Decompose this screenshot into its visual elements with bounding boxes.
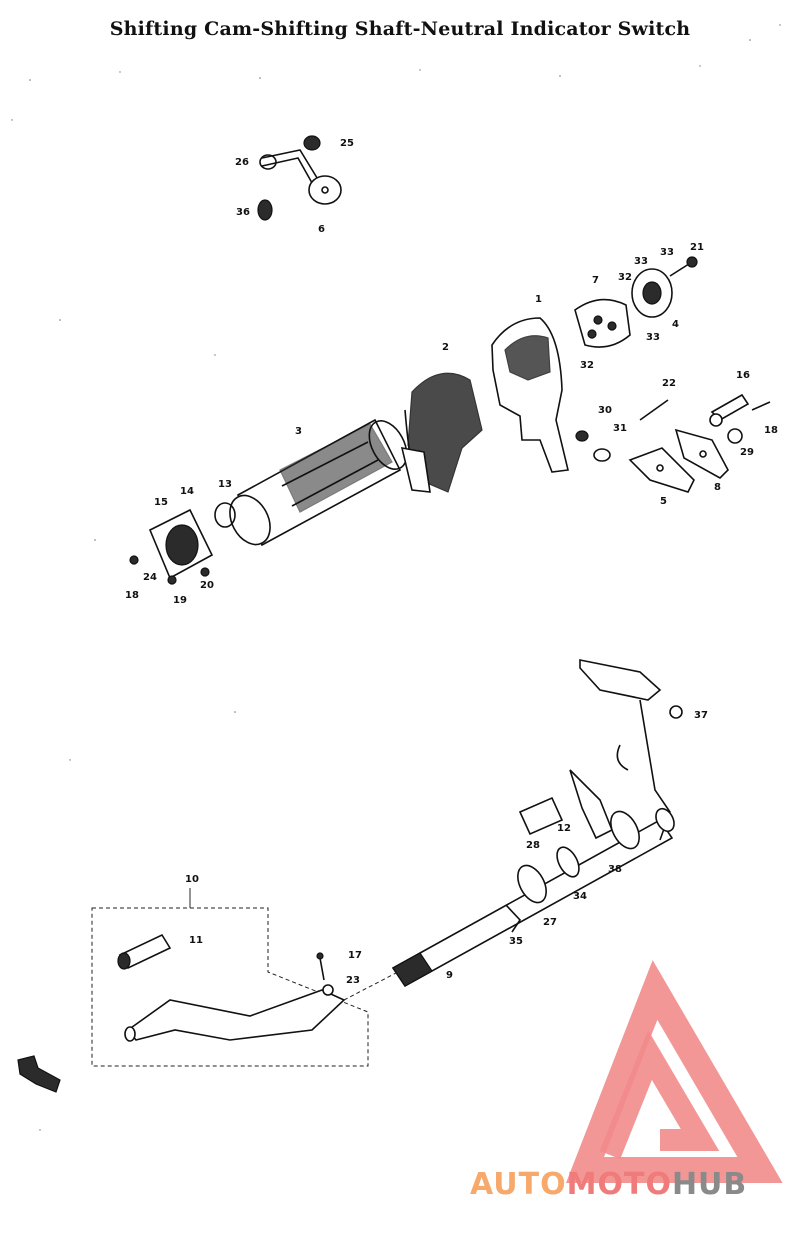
callout-11: 11 bbox=[189, 935, 203, 946]
callout-3: 3 bbox=[295, 426, 302, 437]
shifting-drum-3 bbox=[229, 418, 408, 547]
callout-31: 31 bbox=[613, 423, 627, 434]
plates-5-8-and-lever bbox=[628, 393, 771, 493]
gear-change-lever-10 bbox=[91, 888, 399, 1067]
callout-22: 22 bbox=[662, 378, 676, 389]
callout-18: 18 bbox=[125, 590, 139, 601]
callout-18: 18 bbox=[764, 425, 778, 436]
small-fasteners bbox=[575, 399, 669, 462]
callout-33: 33 bbox=[660, 247, 674, 258]
wordmark-hub: HUB bbox=[672, 1167, 747, 1202]
callout-27: 27 bbox=[543, 917, 557, 928]
callout-17: 17 bbox=[348, 950, 362, 961]
callout-15: 15 bbox=[154, 497, 168, 508]
callout-30: 30 bbox=[598, 405, 612, 416]
wordmark-auto: AUTO bbox=[470, 1167, 567, 1202]
callout-6: 6 bbox=[318, 224, 325, 235]
shift-fork-2 bbox=[400, 372, 483, 493]
gear-shift-shaft-9 bbox=[391, 659, 683, 988]
automotohub-logo bbox=[565, 960, 783, 1183]
callout-9: 9 bbox=[446, 970, 453, 981]
callout-24: 24 bbox=[143, 572, 157, 583]
callout-13: 13 bbox=[218, 479, 232, 490]
scan-noise bbox=[11, 24, 781, 1131]
callout-5: 5 bbox=[660, 496, 667, 507]
callout-28: 28 bbox=[526, 840, 540, 851]
cam-stopper-plate-7 bbox=[574, 298, 631, 348]
callout-20: 20 bbox=[200, 580, 214, 591]
callout-12: 12 bbox=[557, 823, 571, 834]
callout-19: 19 bbox=[173, 595, 187, 606]
callout-1: 1 bbox=[535, 294, 542, 305]
callout-23: 23 bbox=[346, 975, 360, 986]
lever-assembly-6 bbox=[257, 135, 342, 221]
callout-33: 33 bbox=[634, 256, 648, 267]
callout-10: 10 bbox=[185, 874, 199, 885]
callout-29: 29 bbox=[740, 447, 754, 458]
shift-fork-1 bbox=[491, 317, 569, 473]
callout-25: 25 bbox=[340, 138, 354, 149]
callout-8: 8 bbox=[714, 482, 721, 493]
diagram-title: Shifting Cam-Shifting Shaft-Neutral Indi… bbox=[109, 18, 691, 40]
automotohub-wordmark: AUTOMOTOHUB bbox=[470, 1167, 747, 1202]
callout-4: 4 bbox=[672, 319, 679, 330]
scan-debris bbox=[17, 1055, 61, 1093]
callout-38: 38 bbox=[608, 864, 622, 875]
callout-26: 26 bbox=[235, 157, 249, 168]
callout-37: 37 bbox=[694, 710, 708, 721]
callout-7: 7 bbox=[592, 275, 599, 286]
callout-32: 32 bbox=[618, 272, 632, 283]
callout-34: 34 bbox=[573, 891, 587, 902]
callout-32: 32 bbox=[580, 360, 594, 371]
callout-16: 16 bbox=[736, 370, 750, 381]
callout-35: 35 bbox=[509, 936, 523, 947]
cam-gear-4 bbox=[631, 256, 698, 318]
wordmark-moto: MOTO bbox=[567, 1167, 672, 1202]
drum-end-cap-assembly bbox=[129, 502, 236, 585]
callout-2: 2 bbox=[442, 342, 449, 353]
callout-33: 33 bbox=[646, 332, 660, 343]
callout-36: 36 bbox=[236, 207, 250, 218]
callout-14: 14 bbox=[180, 486, 194, 497]
callout-21: 21 bbox=[690, 242, 704, 253]
svg-text:AUTOMOTOHUB: AUTOMOTOHUB bbox=[470, 1167, 747, 1202]
